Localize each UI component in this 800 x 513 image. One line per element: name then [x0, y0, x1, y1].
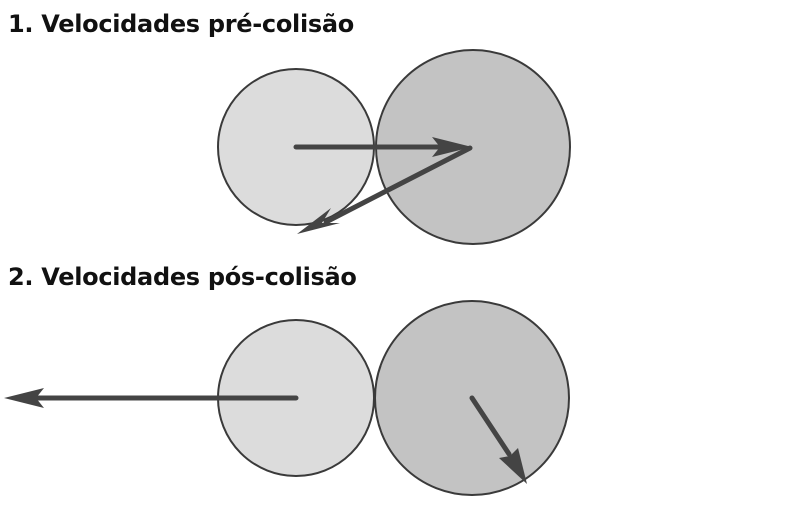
small-ball-velocity-arrow-post — [4, 388, 299, 408]
post-collision-title: 2. Velocidades pós-colisão — [8, 263, 357, 291]
large-ball-velocity-arrow-post — [469, 395, 527, 484]
large-ball-velocity-arrow-pre — [297, 145, 473, 234]
pre-collision-title: 1. Velocidades pré-colisão — [8, 10, 354, 38]
post-collision-panel — [4, 300, 570, 496]
small-ball-velocity-arrow-pre — [293, 137, 472, 157]
pre-collision-panel — [217, 49, 571, 245]
